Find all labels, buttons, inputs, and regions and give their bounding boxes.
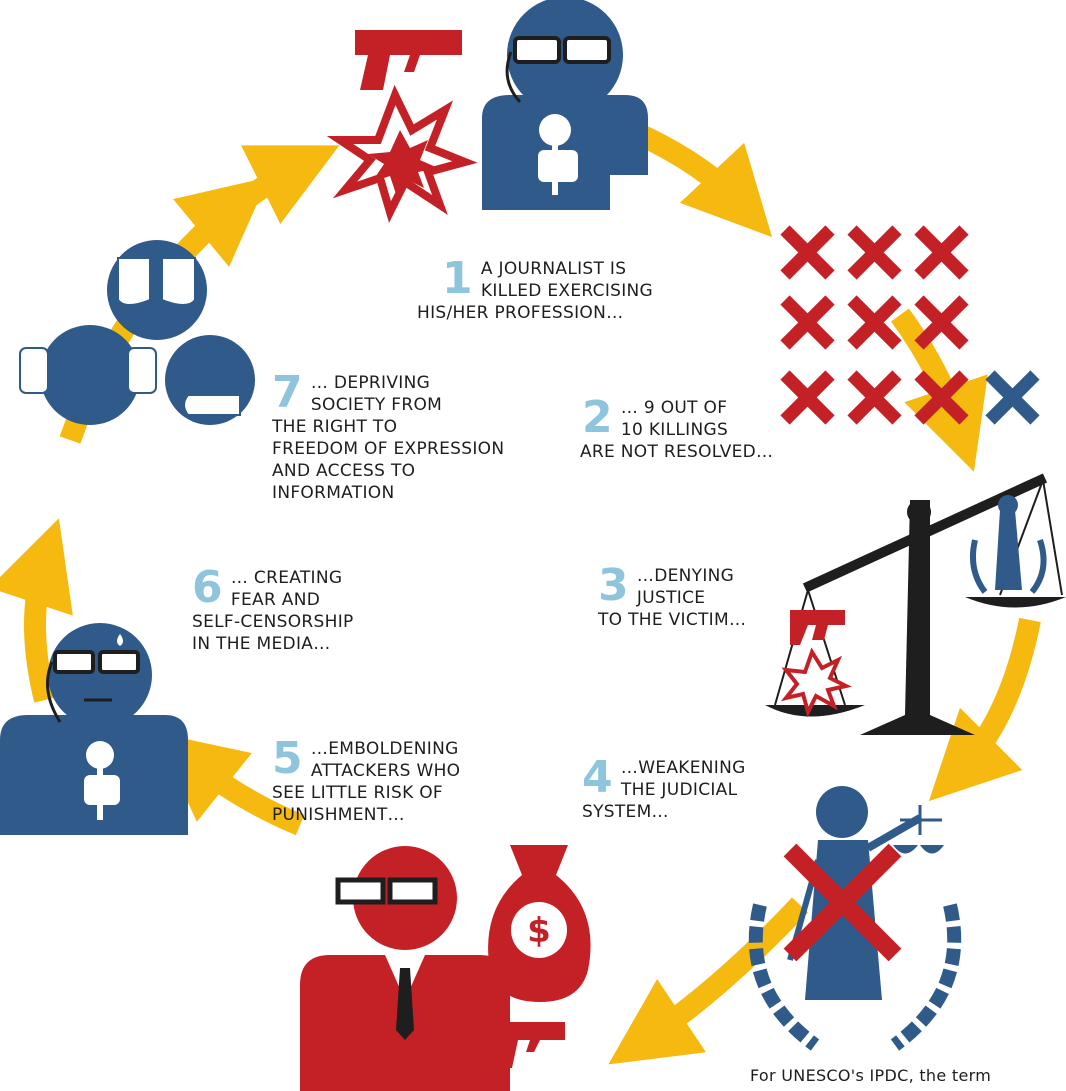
- step-7-line-4: FREEDOM OF EXPRESSION: [272, 439, 505, 459]
- step-4-label: 4 …WEAKENING THE JUDICIAL SYSTEM…: [582, 752, 746, 823]
- gun-icon: [355, 30, 462, 90]
- arrow-6-to-7: [0, 518, 73, 703]
- arrow-7-to-1-head: [218, 145, 340, 225]
- see-hear-speak-no-evil-icon: [19, 240, 255, 425]
- footnote-text: For UNESCO's IPDC, the term: [750, 1066, 992, 1085]
- step-3-number: 3: [598, 560, 629, 611]
- x-marks-icon: [780, 225, 1040, 425]
- step-6-number: 6: [192, 562, 223, 613]
- step-4-line-1: …WEAKENING: [620, 758, 746, 778]
- step-2-number: 2: [582, 392, 613, 443]
- step-3-line-1: …DENYING: [636, 566, 735, 586]
- step-7-line-5: AND ACCESS TO: [272, 461, 416, 481]
- step-6-label: 6 … CREATING FEAR AND SELF-CENSORSHIP IN…: [192, 562, 354, 655]
- explosion-icon: [326, 84, 478, 223]
- step-7-line-2: SOCIETY FROM: [310, 395, 443, 415]
- arrow-4-to-5: [608, 897, 809, 1065]
- step-4-line-2: THE JUDICIAL: [620, 780, 738, 800]
- step-5-line-3: SEE LITTLE RISK OF: [272, 783, 443, 803]
- step-1-line-3: HIS/HER PROFESSION…: [417, 303, 624, 323]
- lady-justice-icon: [748, 786, 962, 1051]
- step-7-number: 7: [272, 367, 303, 418]
- step-5-label: 5 …EMBOLDENING ATTACKERS WHO SEE LITTLE …: [272, 733, 461, 826]
- step-2-label: 2 … 9 OUT OF 10 KILLINGS ARE NOT RESOLVE…: [580, 392, 774, 463]
- gun-icon: [496, 1022, 565, 1068]
- arrow-3-to-4: [928, 617, 1041, 802]
- step-7-line-6: INFORMATION: [272, 483, 395, 503]
- journalist-icon: [482, 0, 648, 210]
- step-6-line-3: SELF-CENSORSHIP: [192, 612, 354, 632]
- worried-journalist-icon: [0, 623, 188, 835]
- money-bag-icon: $: [488, 845, 591, 1002]
- money-bag-symbol: $: [527, 911, 551, 951]
- step-5-line-1: …EMBOLDENING: [310, 739, 459, 759]
- step-5-line-4: PUNISHMENT…: [272, 805, 405, 825]
- step-1-number: 1: [442, 253, 473, 304]
- step-1-line-1: A JOURNALIST IS: [480, 259, 627, 279]
- step-2-line-2: 10 KILLINGS: [620, 420, 729, 440]
- step-5-line-2: ATTACKERS WHO: [310, 761, 461, 781]
- step-2-line-1: … 9 OUT OF: [620, 398, 728, 418]
- scales-of-justice-icon: [765, 473, 1066, 735]
- step-6-line-2: FEAR AND: [230, 590, 321, 610]
- step-6-line-1: … CREATING: [230, 568, 343, 588]
- arrow-5-to-6: [155, 732, 305, 836]
- step-1-line-2: KILLED EXERCISING: [480, 281, 654, 301]
- step-7-line-3: THE RIGHT TO: [272, 417, 398, 437]
- step-3-line-2: JUSTICE: [636, 588, 706, 608]
- step-4-line-3: SYSTEM…: [582, 802, 669, 822]
- attacker-icon: [300, 846, 510, 1091]
- step-1-label: 1 A JOURNALIST IS KILLED EXERCISING HIS/…: [417, 253, 654, 324]
- step-7-label: 7 … DEPRIVING SOCIETY FROM THE RIGHT TO …: [272, 367, 505, 504]
- step-5-number: 5: [272, 733, 303, 784]
- step-4-number: 4: [582, 752, 613, 803]
- step-3-line-3: TO THE VICTIM…: [598, 610, 747, 630]
- step-3-label: 3 …DENYING JUSTICE TO THE VICTIM…: [598, 560, 747, 631]
- step-2-line-3: ARE NOT RESOLVED…: [580, 442, 774, 462]
- step-7-line-1: … DEPRIVING: [310, 373, 431, 393]
- step-6-line-4: IN THE MEDIA…: [192, 634, 331, 654]
